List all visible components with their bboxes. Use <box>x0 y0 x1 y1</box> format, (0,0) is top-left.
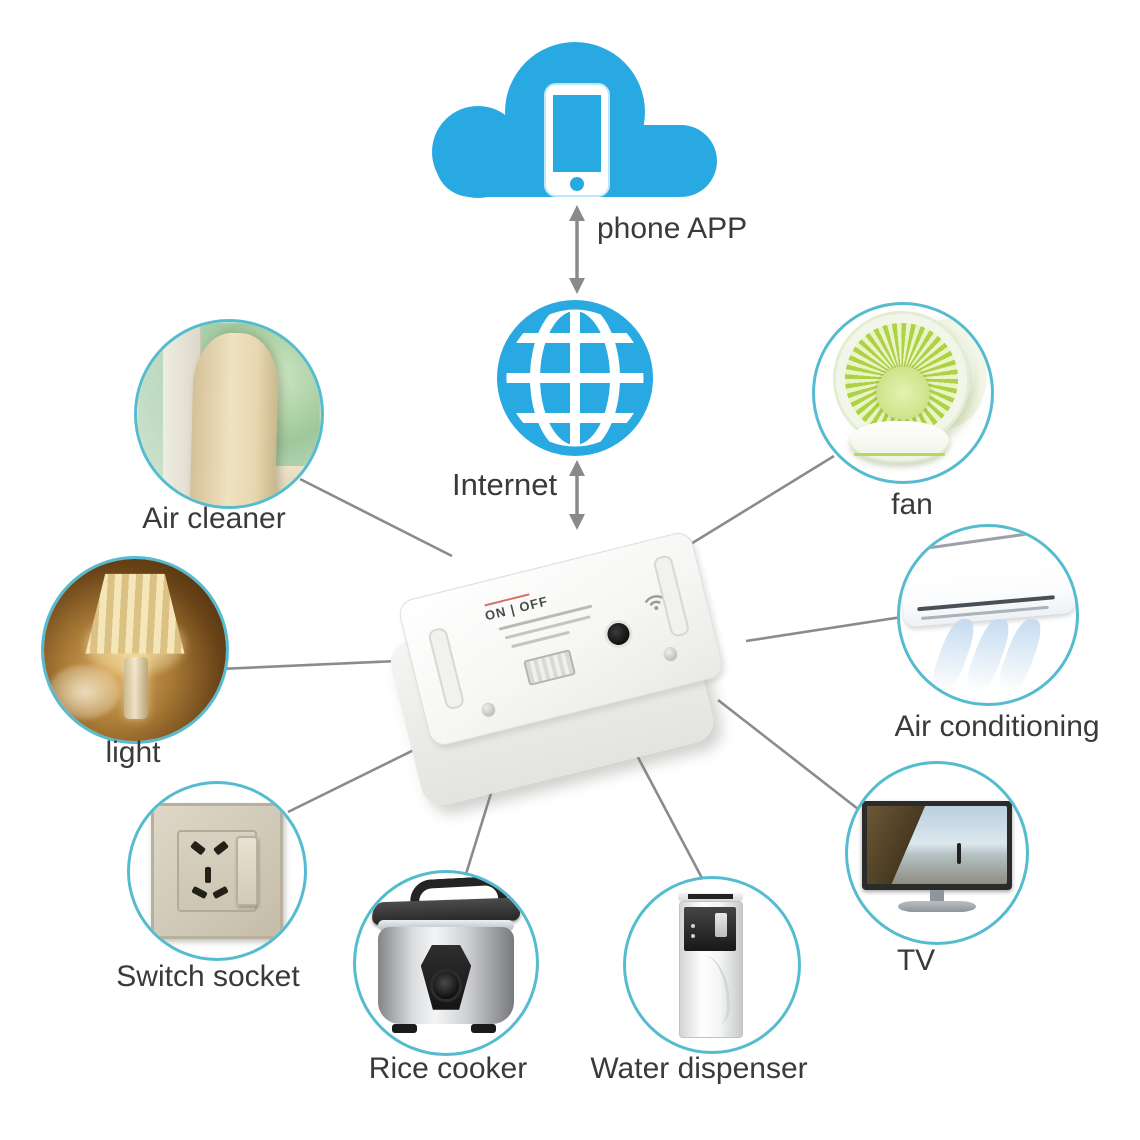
tv-icon <box>845 761 1029 945</box>
lamp-crystals <box>47 664 121 720</box>
switch-socket-label: Switch socket <box>116 960 300 993</box>
socket-plate <box>150 803 284 939</box>
connector-tv <box>717 698 859 811</box>
phone-app-label: phone APP <box>597 212 748 245</box>
fan-hub <box>876 366 930 420</box>
fan-label: fan <box>891 488 933 521</box>
dispenser-tap <box>715 913 728 938</box>
dispenser-top-bar <box>687 894 733 899</box>
ac-unit <box>900 554 1076 628</box>
lamp-shade <box>85 573 185 654</box>
globe-icon <box>497 300 653 456</box>
socket-slot <box>205 866 212 883</box>
fan-base-stripe <box>853 452 946 456</box>
lamp-icon <box>41 556 229 744</box>
tv-screen-surfer <box>956 843 961 864</box>
air-conditioning-label: Air conditioning <box>894 710 1100 743</box>
power-button <box>605 620 632 648</box>
dispenser-panel <box>684 906 737 952</box>
connector-air-cleaner <box>299 477 453 558</box>
dispenser-button <box>691 934 696 939</box>
tv-label: TV <box>896 944 936 977</box>
tv-frame <box>862 801 1012 891</box>
socket-icon <box>127 781 307 961</box>
connector-air-conditioning <box>745 615 903 643</box>
socket-switch <box>235 835 258 907</box>
internet-label: Internet <box>452 467 558 502</box>
tv-screen <box>866 805 1008 885</box>
tv-stand <box>897 901 977 912</box>
light-label: light <box>105 736 161 769</box>
cooker-foot <box>471 1024 497 1034</box>
connector-fan <box>667 454 835 560</box>
cloud-icon <box>432 42 717 198</box>
connector-light <box>218 659 399 671</box>
connector-switch-socket <box>287 742 427 814</box>
hub-terminal-slot <box>427 626 466 711</box>
air-cleaner-icon <box>134 319 324 509</box>
screw-icon <box>662 645 679 662</box>
rice-cooker-icon <box>353 870 539 1056</box>
hub-face: ON | OFF <box>396 529 726 749</box>
rice-cooker-label: Rice cooker <box>368 1052 528 1085</box>
water-dispenser-icon <box>623 876 801 1054</box>
dispenser-button <box>691 923 696 928</box>
cooker-rim <box>377 919 515 931</box>
fan-base <box>850 421 949 464</box>
tv-screen-cliff <box>866 805 926 885</box>
connector-rice-cooker <box>464 789 494 875</box>
screw-icon <box>480 701 497 718</box>
smartphone-icon <box>544 83 610 197</box>
air-cleaner-unit <box>189 331 280 506</box>
wifi-smart-switch: ON | OFF <box>386 529 733 810</box>
air-conditioner-icon <box>897 524 1079 706</box>
tv-neck <box>929 890 945 902</box>
arrow-cloud-internet <box>569 205 585 294</box>
water-dispenser-label: Water dispenser <box>590 1052 808 1085</box>
hub-logo-stamp <box>523 649 577 687</box>
cooker-foot <box>392 1024 418 1034</box>
cooker-knob <box>433 972 459 999</box>
fan-icon <box>812 302 994 484</box>
arrow-internet-hub <box>569 460 585 530</box>
air-cleaner-label: Air cleaner <box>142 502 286 535</box>
lamp-base <box>124 657 148 720</box>
